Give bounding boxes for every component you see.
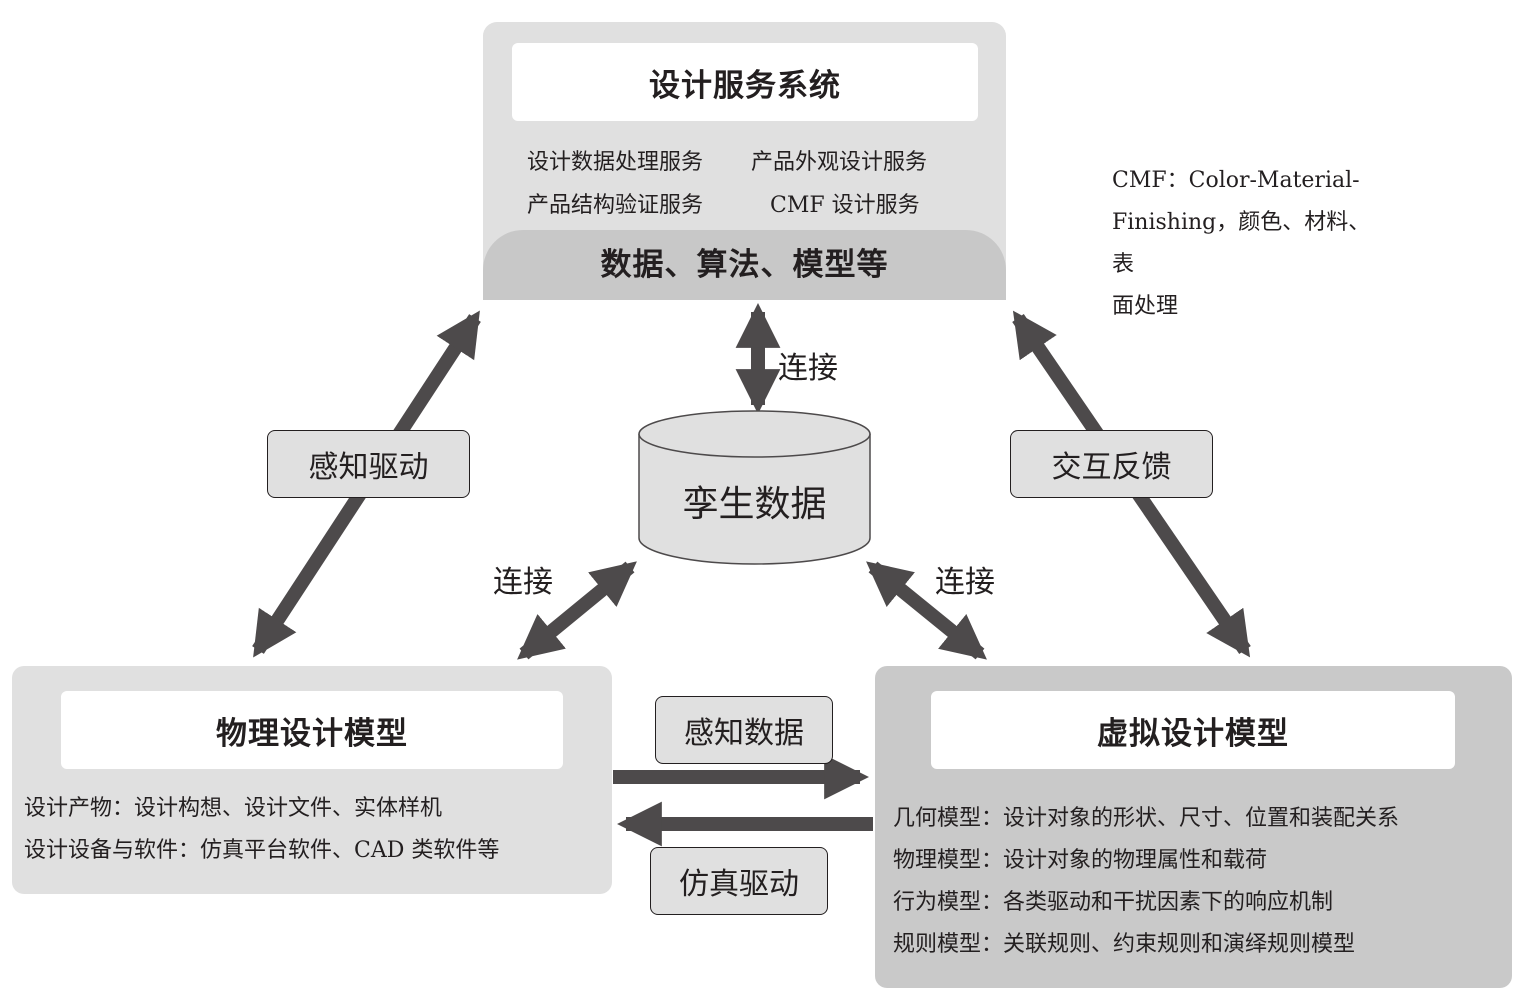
cmf-note-line: CMF：Color-Material- <box>1112 168 1360 193</box>
data-algorithm-label: 数据、算法、模型等 <box>600 246 889 283</box>
service-item: CMF 设计服务 <box>770 193 920 218</box>
physical-model-title: 物理设计模型 <box>216 715 408 752</box>
service-item: 设计数据处理服务 <box>527 150 704 175</box>
cmf-note: CMF：Color-Material- Finishing，颜色、材料、表 面处… <box>1112 160 1392 328</box>
virtual-model-title: 虚拟设计模型 <box>1097 715 1289 752</box>
physical-model-line: 设计产物：设计构想、设计文件、实体样机 <box>24 796 443 821</box>
connect-label-left: 连接 <box>493 565 553 600</box>
cmf-note-line: Finishing，颜色、材料、表 <box>1112 210 1371 277</box>
connect-label-top: 连接 <box>778 351 838 386</box>
interaction-feedback-label: 交互反馈 <box>1010 430 1213 498</box>
physical-model-title-box: 物理设计模型 <box>61 691 563 769</box>
service-item: 产品外观设计服务 <box>751 150 928 175</box>
sim-drive-text: 仿真驱动 <box>679 867 799 902</box>
physical-model-line: 设计设备与软件：仿真平台软件、CAD 类软件等 <box>24 838 500 863</box>
sim-drive-label: 仿真驱动 <box>650 847 828 915</box>
design-service-panel: 设计服务系统 设计数据处理服务 产品外观设计服务 产品结构验证服务 CMF 设计… <box>483 22 1006 300</box>
virtual-model-line: 行为模型：各类驱动和干扰因素下的响应机制 <box>893 890 1334 915</box>
interaction-feedback-text: 交互反馈 <box>1051 450 1172 485</box>
sense-data-text: 感知数据 <box>684 716 804 751</box>
twin-data-cylinder-icon <box>638 410 871 565</box>
virtual-model-line: 几何模型：设计对象的形状、尺寸、位置和装配关系 <box>893 806 1400 831</box>
virtual-model-title-box: 虚拟设计模型 <box>931 691 1455 769</box>
virtual-model-line: 物理模型：设计对象的物理属性和载荷 <box>893 848 1268 873</box>
service-item: 产品结构验证服务 <box>527 193 704 218</box>
twin-data-label: 孪生数据 <box>682 484 827 525</box>
design-service-title-box: 设计服务系统 <box>512 43 978 121</box>
data-algorithm-band: 数据、算法、模型等 <box>483 230 1006 300</box>
virtual-model-line: 规则模型：关联规则、约束规则和演绎规则模型 <box>893 932 1356 957</box>
connect-label-right: 连接 <box>935 565 995 600</box>
cmf-note-line: 面处理 <box>1112 294 1179 319</box>
physical-model-panel: 物理设计模型 设计产物：设计构想、设计文件、实体样机 设计设备与软件：仿真平台软… <box>12 666 612 894</box>
sense-drive-label: 感知驱动 <box>267 430 470 498</box>
virtual-model-panel: 虚拟设计模型 几何模型：设计对象的形状、尺寸、位置和装配关系 物理模型：设计对象… <box>875 666 1512 988</box>
sense-drive-text: 感知驱动 <box>308 450 429 485</box>
sense-data-label: 感知数据 <box>655 696 833 764</box>
design-service-title: 设计服务系统 <box>649 67 841 104</box>
